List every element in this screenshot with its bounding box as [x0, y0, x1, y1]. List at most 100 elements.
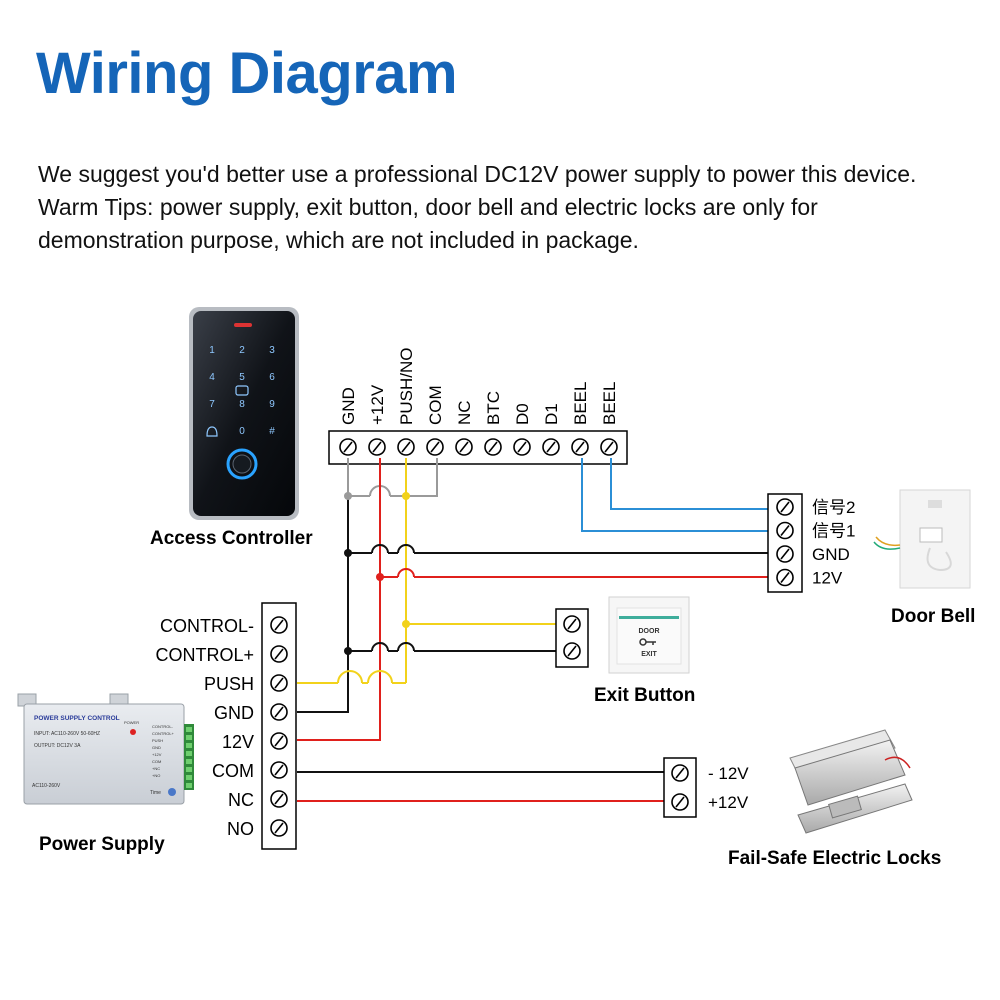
ps-terminal-label-7: NC	[228, 790, 254, 810]
controller-terminal-label-7: D0	[513, 403, 532, 425]
ps-green-pin	[186, 727, 192, 732]
controller-terminal-screw-5	[455, 438, 473, 456]
controller-terminal-label-8: D1	[542, 403, 561, 425]
intro-line-2: Warm Tips: power supply, exit button, do…	[38, 194, 818, 220]
controller-terminal-screw-1	[339, 438, 357, 456]
key-3[interactable]: 3	[269, 345, 275, 356]
bell-terminal-label-3: GND	[812, 545, 850, 564]
controller-terminal-screw-8	[542, 438, 560, 456]
lock-terminal-screw-1	[671, 764, 689, 782]
bell-terminal-label-1: 信号2	[812, 498, 855, 517]
key-1[interactable]: 1	[209, 345, 215, 356]
controller-terminal-screw-7	[513, 438, 531, 456]
ps-terminal-screw-4	[270, 703, 288, 721]
key-9[interactable]: 9	[269, 399, 275, 410]
ps-panel-side-label-8: +NO	[152, 773, 160, 778]
key-hash[interactable]: #	[269, 426, 275, 437]
controller-terminal-label-4: COM	[426, 385, 445, 425]
ps-panel-side-label-2: CONTROL+	[152, 731, 175, 736]
ps-green-pin	[186, 735, 192, 740]
key-6[interactable]: 6	[269, 372, 275, 383]
controller-terminal-screw-2	[368, 438, 386, 456]
lock-terminal-label-1: - 12V	[708, 764, 749, 783]
key-8[interactable]: 8	[239, 399, 245, 410]
key-0[interactable]: 0	[239, 426, 245, 437]
ps-green-terminals	[184, 724, 194, 790]
door-bell-device	[873, 489, 971, 589]
ps-terminal-screw-1	[270, 616, 288, 634]
ps-panel-side-label-6: COM	[152, 759, 161, 764]
controller-terminal-screw-9	[571, 438, 589, 456]
key-5[interactable]: 5	[239, 372, 245, 383]
controller-terminal-label-1: GND	[339, 387, 358, 425]
bell-key-icon[interactable]	[206, 426, 218, 437]
access-controller-label: Access Controller	[150, 528, 313, 549]
ps-terminal-screw-8	[270, 819, 288, 837]
ps-terminal-label-1: CONTROL-	[160, 616, 254, 636]
controller-terminal-label-3: PUSH/NO	[397, 348, 416, 425]
controller-terminal-label-2: +12V	[368, 384, 387, 425]
bell-terminal-screw-4	[776, 568, 794, 587]
exit-button-label: Exit Button	[594, 685, 695, 706]
controller-terminal-block: GND +12V PUSH/NO COM NC BTC D0 D1 BEEL BEEL	[328, 348, 628, 465]
wire-gnd-trunk	[297, 496, 349, 713]
key-4[interactable]: 4	[209, 372, 215, 383]
power-supply-device: POWER SUPPLY CONTROL INPUT: AC110-260V 5…	[17, 693, 194, 805]
exit-button-device[interactable]: DOOR EXIT	[608, 596, 690, 674]
ps-terminal-screw-5	[270, 732, 288, 750]
lock-terminal-label-2: +12V	[708, 793, 749, 812]
intro-text: We suggest you'd better use a profession…	[38, 158, 988, 257]
ps-terminal-screw-6	[270, 761, 288, 779]
exit-button-exit-text: EXIT	[641, 651, 657, 658]
wires	[297, 458, 768, 802]
ps-panel-side-label-3: PUSH	[152, 738, 163, 743]
fingerprint-ring-icon	[226, 448, 258, 480]
bell-terminal-label-4: 12V	[812, 569, 843, 588]
ps-terminal-screw-2	[270, 645, 288, 663]
ps-green-pin	[186, 775, 192, 780]
time-knob-icon[interactable]	[168, 788, 176, 796]
lock-terminal-screw-2	[671, 793, 689, 811]
access-controller-device: 1 2 3 4 5 6 7 8 9 0 #	[189, 307, 299, 520]
ps-terminal-label-5: 12V	[222, 732, 254, 752]
lock-terminal-block: - 12V +12V	[663, 757, 749, 818]
lock-label: Fail-Safe Electric Locks	[728, 848, 941, 869]
bell-terminal-screw-2	[776, 521, 794, 540]
ps-panel-side-label-1: CONTROL-	[152, 724, 174, 729]
controller-terminal-screw-6	[484, 438, 502, 456]
wire-junction-dots	[344, 492, 410, 655]
exit-terminal-screw-2	[563, 642, 581, 660]
wire-12v-trunk	[297, 458, 381, 741]
exit-button-terminal-block	[555, 608, 589, 668]
key-7[interactable]: 7	[209, 399, 215, 410]
ps-terminal-label-6: COM	[212, 761, 254, 781]
ps-terminal-label-2: CONTROL+	[155, 645, 254, 665]
ps-panel-side-label-4: GND	[152, 745, 161, 750]
fingerprint-sensor-icon	[235, 385, 249, 396]
ps-panel-ac: AC110-260V	[32, 783, 61, 789]
wire-beel-signal2	[610, 458, 768, 510]
ps-green-pin	[186, 751, 192, 756]
ps-terminal-screw-7	[270, 790, 288, 808]
ps-terminal-label-4: GND	[214, 703, 254, 723]
ps-panel-time: Time	[150, 790, 161, 796]
controller-terminal-label-10: BEEL	[600, 382, 619, 425]
intro-line-1: We suggest you'd better use a profession…	[38, 161, 917, 187]
ps-panel-side-label-7: +NC	[152, 766, 160, 771]
key-2[interactable]: 2	[239, 345, 245, 356]
controller-terminal-label-6: BTC	[484, 391, 503, 425]
controller-terminal-screw-3	[397, 438, 415, 456]
ps-terminal-label-3: PUSH	[204, 674, 254, 694]
ps-panel-power: POWER	[124, 720, 139, 725]
exit-terminal-screw-1	[563, 615, 581, 633]
power-supply-label: Power Supply	[39, 834, 165, 855]
key-icon	[639, 638, 656, 646]
ps-green-pin	[186, 759, 192, 764]
bell-terminal-screw-3	[776, 545, 794, 563]
power-led-icon	[130, 729, 136, 735]
controller-terminal-label-5: NC	[455, 400, 474, 425]
controller-terminal-screw-4	[426, 438, 444, 456]
intro-line-3: demonstration purpose, which are not inc…	[38, 227, 639, 253]
controller-terminal-label-9: BEEL	[571, 382, 590, 425]
